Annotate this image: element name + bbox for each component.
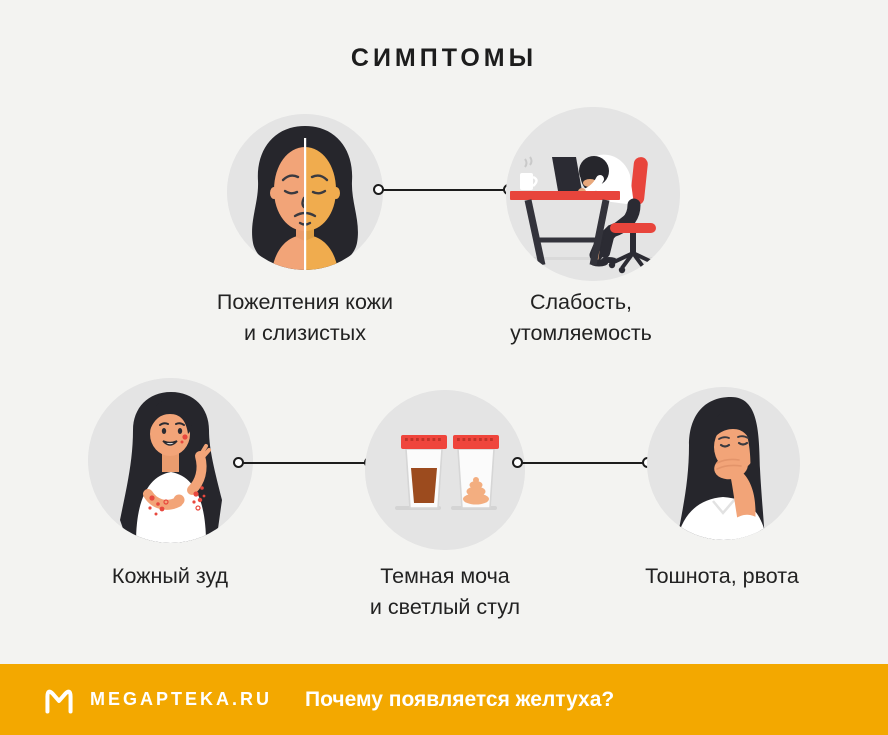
- connector-node-icon: [512, 457, 523, 468]
- sample-jars-illustration: [365, 390, 525, 550]
- connector-line: [518, 461, 647, 465]
- megapteka-m-logo-icon: [45, 689, 73, 714]
- connector-line: [379, 188, 508, 192]
- connector-urine-nausea: [512, 457, 653, 469]
- symptom-label-itch: Кожный зуд: [111, 564, 229, 588]
- tired-at-desk-illustration: [506, 107, 680, 281]
- symptom-circle-nausea: [647, 387, 800, 540]
- yellow-skin-face-illustration: [227, 114, 383, 270]
- symptom-circle-weakness: [506, 107, 680, 281]
- symptom-circle-itch: [88, 378, 253, 543]
- symptom-circle-urine: [365, 390, 525, 550]
- symptom-label-yellowing: Пожелтения кожи и слизистых: [216, 290, 394, 345]
- footer-bar: MEGAPTEKA.RU Почему появляется желтуха?: [0, 664, 888, 735]
- connector-node-icon: [373, 184, 384, 195]
- connector-node-icon: [233, 457, 244, 468]
- nausea-illustration: [647, 387, 800, 540]
- itchy-skin-illustration: [88, 378, 253, 543]
- connector-itch-urine: [233, 457, 375, 469]
- symptom-label-nausea: Тошнота, рвота: [645, 564, 799, 588]
- connector-line: [239, 461, 369, 465]
- symptom-circle-yellowing: [227, 114, 383, 270]
- footer-question: Почему появляется желтуха?: [305, 687, 615, 711]
- brand-name: MEGAPTEKA.RU: [90, 689, 273, 709]
- symptom-label-weakness: Слабость, утомляемость: [510, 290, 652, 345]
- symptom-label-urine: Темная моча и светлый стул: [369, 564, 521, 619]
- page-title: СИМПТОМЫ: [350, 44, 538, 72]
- connector-yellowing-weakness: [373, 184, 514, 196]
